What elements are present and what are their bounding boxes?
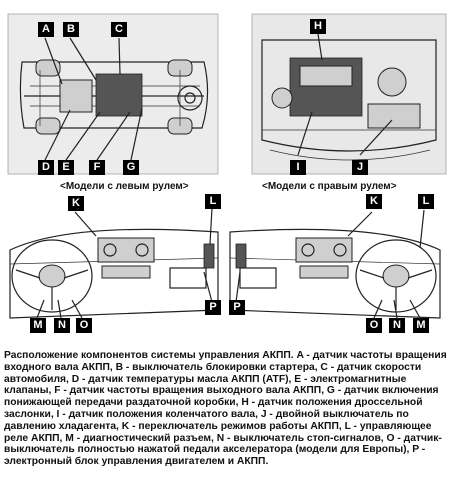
component-location-figure: A B C D E F G H I J K L P M N O P K L O … (7, 13, 447, 333)
label-m-lhd: M (30, 318, 46, 333)
label-l-lhd: L (205, 194, 221, 209)
label-p-rhd: P (229, 300, 245, 315)
label-k-lhd: K (68, 196, 84, 211)
subtitle-left-hand-drive: <Модели с левым рулем> (60, 181, 189, 192)
label-k-rhd: K (366, 194, 382, 209)
illustration (7, 13, 447, 319)
label-d: D (38, 160, 54, 175)
underbody-drawing (7, 13, 219, 175)
label-n-lhd: N (54, 318, 70, 333)
label-n-rhd: N (389, 318, 405, 333)
label-f: F (89, 160, 105, 175)
label-h: H (310, 19, 326, 34)
label-g: G (123, 160, 139, 175)
rhd-dashboard-drawing (229, 209, 441, 319)
label-o-lhd: O (76, 318, 92, 333)
label-b: B (63, 22, 79, 37)
label-j: J (352, 160, 368, 175)
label-l-rhd: L (418, 194, 434, 209)
label-m-rhd: M (413, 318, 429, 333)
label-e: E (58, 160, 74, 175)
label-c: C (111, 22, 127, 37)
engine-bay-drawing (251, 13, 447, 175)
label-i: I (290, 160, 306, 175)
label-p-lhd: P (205, 300, 221, 315)
subtitle-right-hand-drive: <Модели с правым рулем> (262, 181, 397, 192)
lhd-dashboard-drawing (9, 207, 219, 319)
label-o-rhd: O (366, 318, 382, 333)
label-a: A (38, 22, 54, 37)
figure-caption: Расположение компонентов системы управле… (4, 350, 447, 468)
